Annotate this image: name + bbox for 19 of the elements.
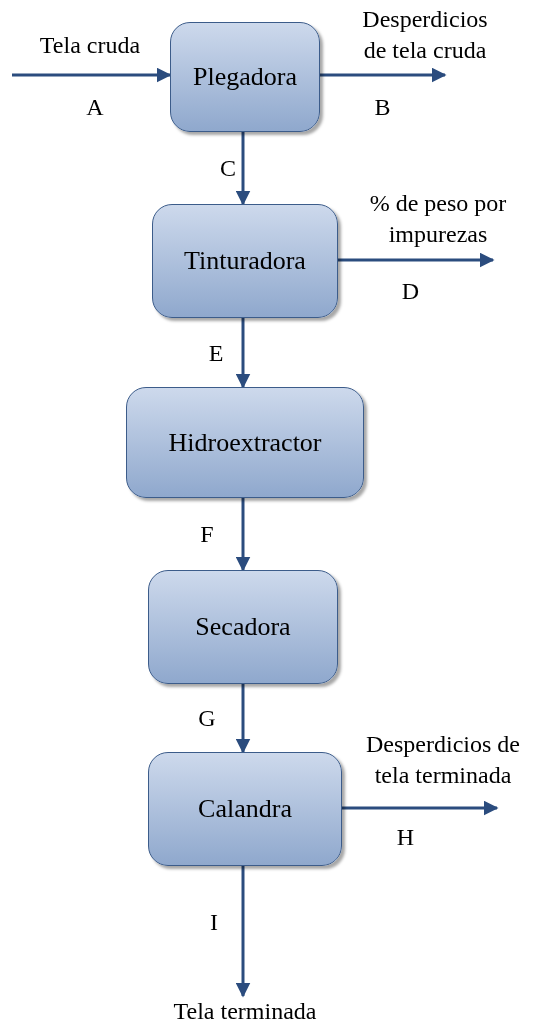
arrow xyxy=(338,252,495,268)
arrow xyxy=(235,132,251,206)
process-box: Secadora xyxy=(148,570,338,684)
arrow xyxy=(12,67,172,83)
output-label: Tela terminada xyxy=(150,996,340,1027)
arrow xyxy=(235,684,251,754)
arrow xyxy=(342,800,499,816)
output-label: Desperdicios de tela terminada xyxy=(348,728,538,792)
output-label: Desperdicios de tela cruda xyxy=(350,3,500,67)
arrow xyxy=(235,318,251,389)
flow-note: Tela cruda xyxy=(38,31,142,60)
process-box: Plegadora xyxy=(170,22,320,132)
output-label: % de peso por impurezas xyxy=(350,187,526,251)
process-box: Tinturadora xyxy=(152,204,338,318)
process-box: Hidroextractor xyxy=(126,387,364,498)
arrow xyxy=(235,866,251,998)
process-box: Calandra xyxy=(148,752,342,866)
arrow xyxy=(320,67,447,83)
arrow xyxy=(235,498,251,572)
